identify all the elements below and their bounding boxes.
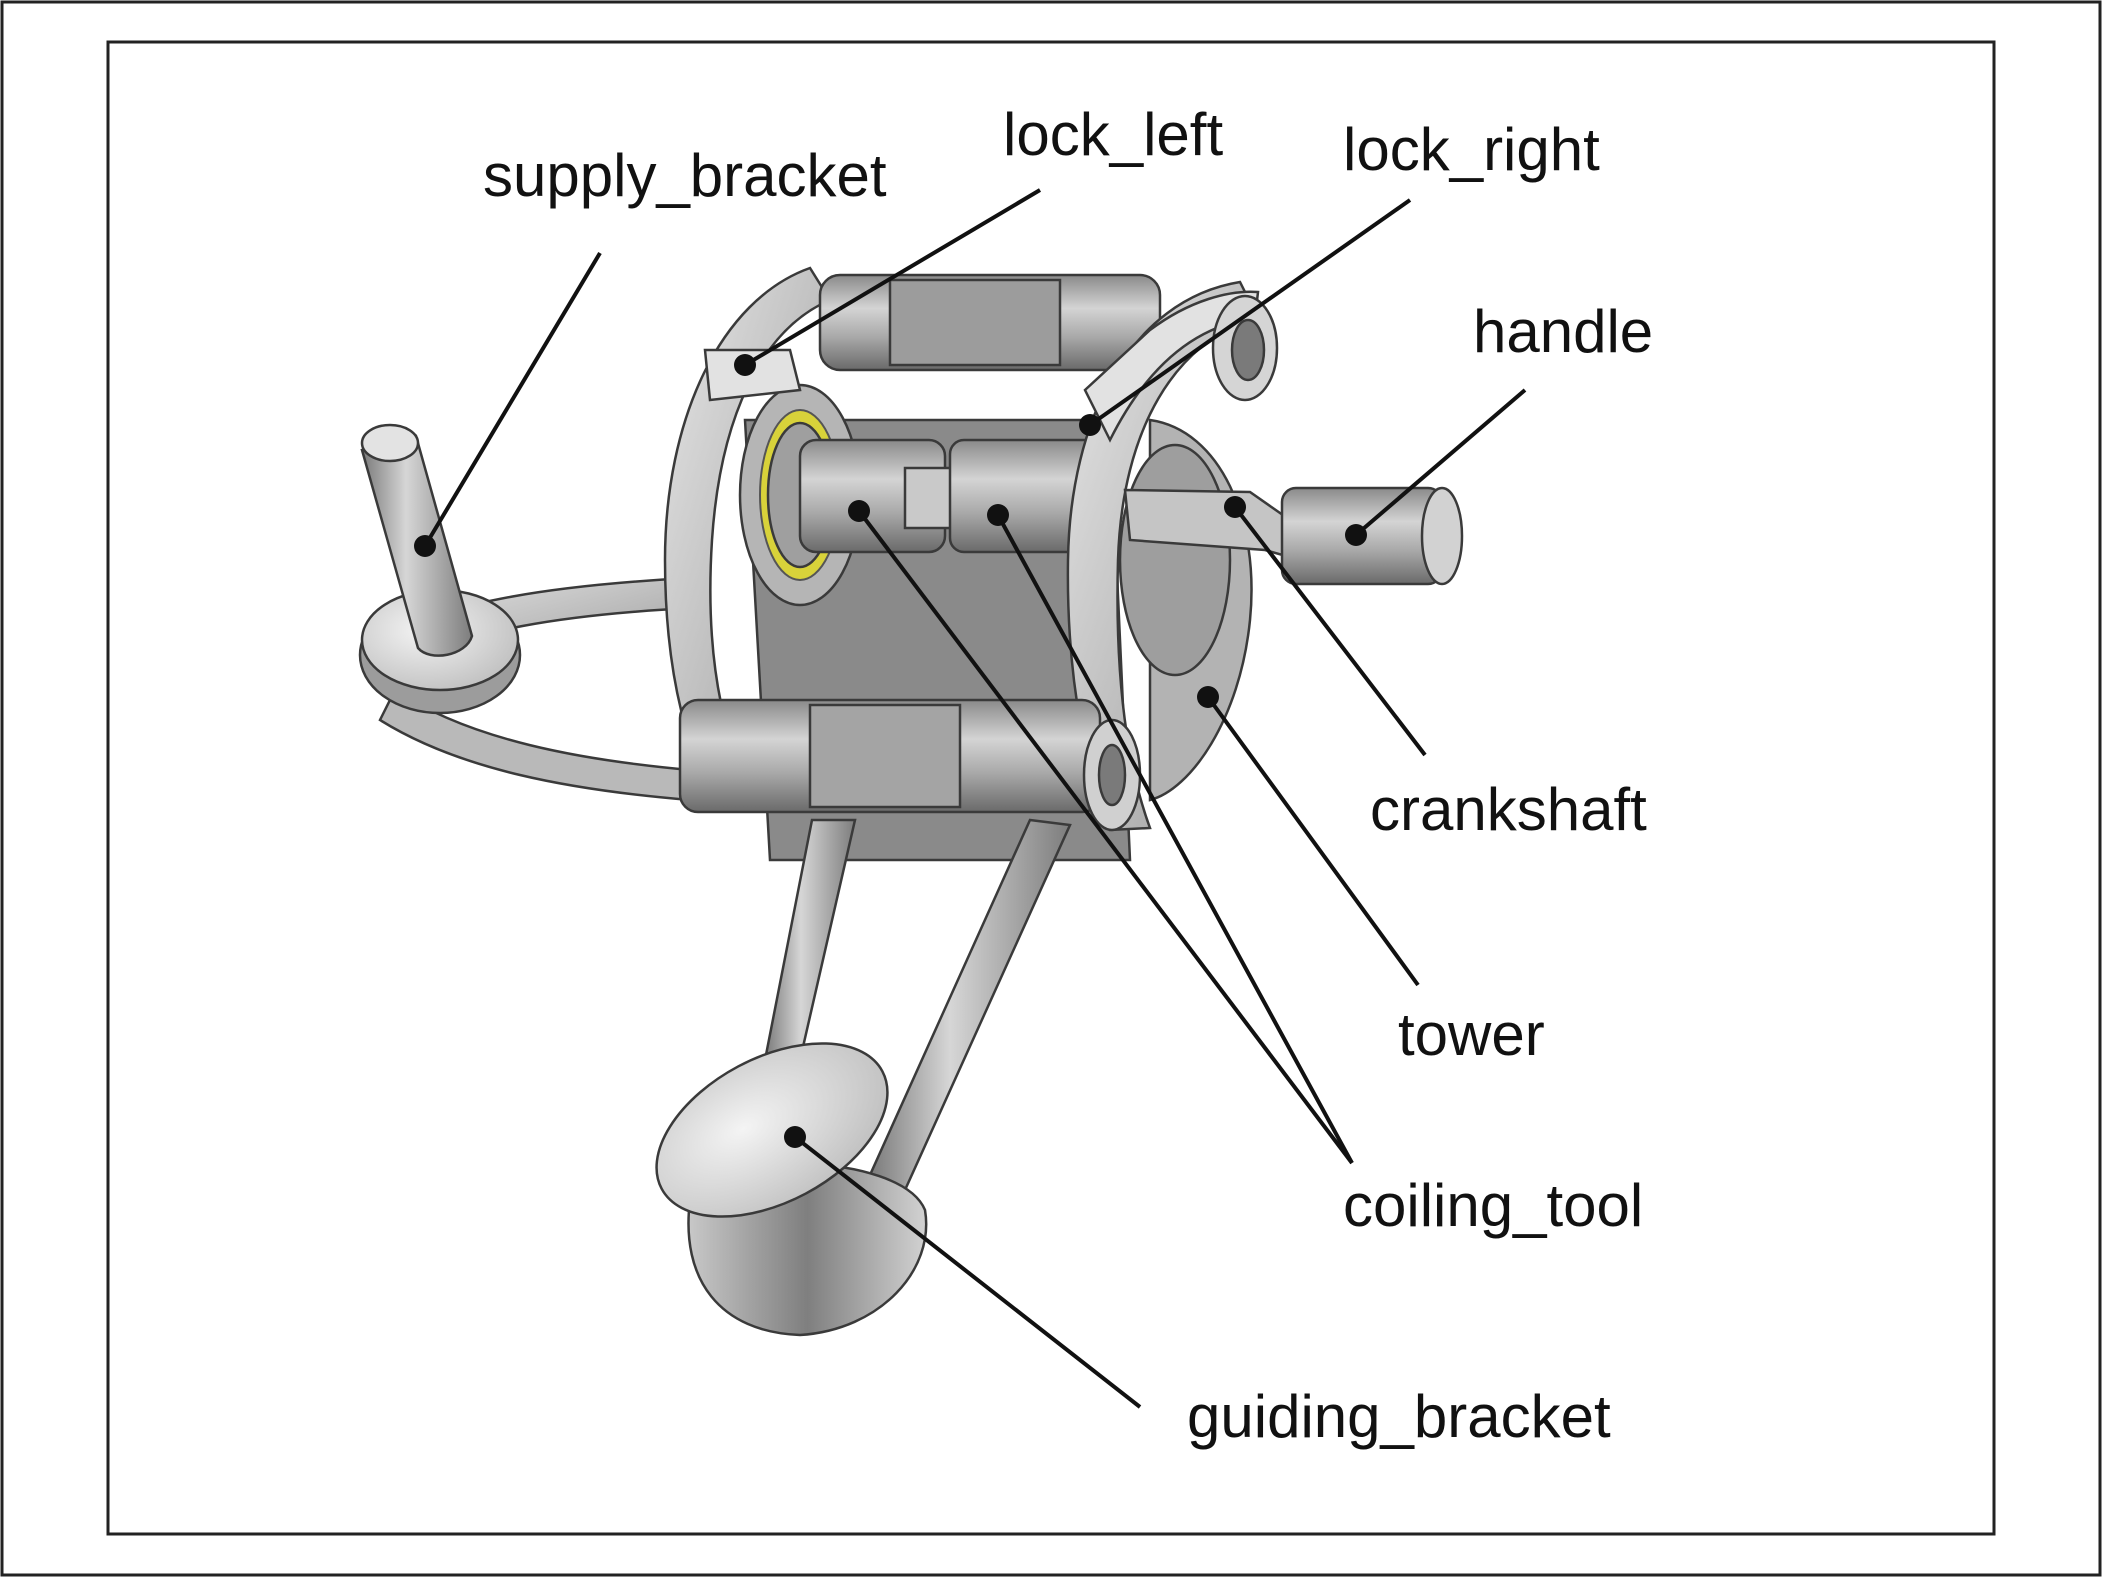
label-tower: tower: [1398, 1001, 1545, 1068]
leader-crankshaft: [1233, 505, 1427, 757]
leader-lock-left: [743, 188, 1042, 367]
tower-ring: [1118, 443, 1232, 677]
lower-plate-eye-hole: [1097, 743, 1127, 807]
dot-coiling-tool-a: [848, 500, 870, 522]
guiding-bracket-disc: [655, 1042, 889, 1218]
dot-lock-left: [734, 354, 756, 376]
label-guiding-bracket: guiding_bracket: [1187, 1383, 1611, 1450]
handle-end: [1420, 486, 1464, 586]
coiling-machine-illustration: [358, 266, 1464, 1337]
dot-coiling-tool-b: [987, 504, 1009, 526]
label-lock-left: lock_left: [1003, 101, 1223, 168]
top-roller-band: [888, 278, 1062, 367]
leader-coiling-tool-b: [996, 514, 1354, 1164]
leader-handle: [1354, 388, 1527, 537]
dot-tower: [1197, 686, 1219, 708]
label-crankshaft: crankshaft: [1370, 776, 1647, 843]
leader-supply-bracket: [423, 251, 602, 548]
right-plate-eye-hole: [1230, 318, 1266, 382]
leader-tower: [1206, 695, 1420, 987]
dot-crankshaft: [1224, 496, 1246, 518]
leader-coiling-tool-a: [857, 509, 1354, 1165]
leader-lines: [414, 188, 1527, 1409]
dot-lock-right: [1079, 414, 1101, 436]
leader-lock-right: [1088, 198, 1412, 427]
lock-left-plate: [703, 348, 802, 402]
dot-guiding-bracket: [784, 1126, 806, 1148]
label-lock-right: lock_right: [1343, 116, 1600, 183]
label-coiling-tool: coiling_tool: [1343, 1172, 1643, 1239]
lower-roller-band: [808, 703, 962, 809]
leader-guiding-bracket: [793, 1135, 1142, 1409]
dot-handle: [1345, 524, 1367, 546]
supply-bracket-pin-top: [360, 423, 420, 463]
label-supply-bracket: supply_bracket: [483, 142, 887, 209]
dot-supply-bracket: [414, 535, 436, 557]
label-handle: handle: [1473, 298, 1653, 365]
part-labels: supply_bracket lock_left lock_right hand…: [483, 101, 1653, 1450]
